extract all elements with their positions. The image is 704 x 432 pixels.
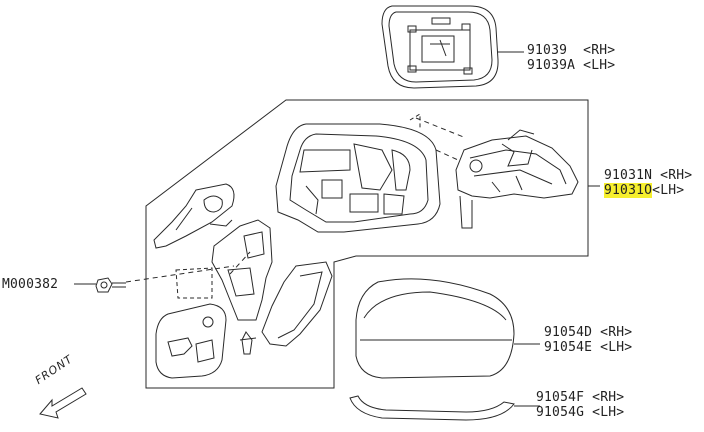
mirror-lower-cover-drawing bbox=[261, 261, 333, 347]
nut-bolt-drawing bbox=[95, 277, 126, 293]
label-91054f-rh: 91054F <RH> bbox=[536, 390, 625, 405]
label-m000382: M000382 bbox=[2, 277, 59, 292]
mirror-glass-drawing bbox=[381, 5, 499, 89]
label-91039-rh: 91039 <RH> bbox=[527, 43, 616, 58]
label-91054d-rh: 91054D <RH> bbox=[544, 325, 633, 340]
front-arrow-icon bbox=[39, 387, 87, 419]
label-leaders bbox=[74, 51, 600, 285]
label-91031o-lh: 91031O<LH> bbox=[604, 183, 685, 198]
mirror-base-drawing bbox=[175, 219, 273, 355]
label-91031n-rh: 91031N <RH> bbox=[604, 168, 693, 183]
assembly-outline bbox=[145, 99, 589, 389]
mirror-actuator-drawing bbox=[455, 129, 579, 229]
mirror-housing-drawing bbox=[275, 113, 441, 233]
highlighted-part-code: 91031O bbox=[604, 183, 653, 198]
mirror-garnish-drawing bbox=[349, 395, 540, 421]
label-91054g-lh: 91054G <LH> bbox=[536, 405, 625, 420]
label-91054e-lh: 91054E <LH> bbox=[544, 340, 633, 355]
mirror-gasket-drawing bbox=[155, 303, 227, 379]
leader-lines bbox=[125, 117, 467, 283]
mirror-bracket-drawing bbox=[153, 183, 235, 249]
label-91039a-lh: 91039A <LH> bbox=[527, 58, 616, 73]
mirror-cap-drawing bbox=[355, 278, 540, 379]
